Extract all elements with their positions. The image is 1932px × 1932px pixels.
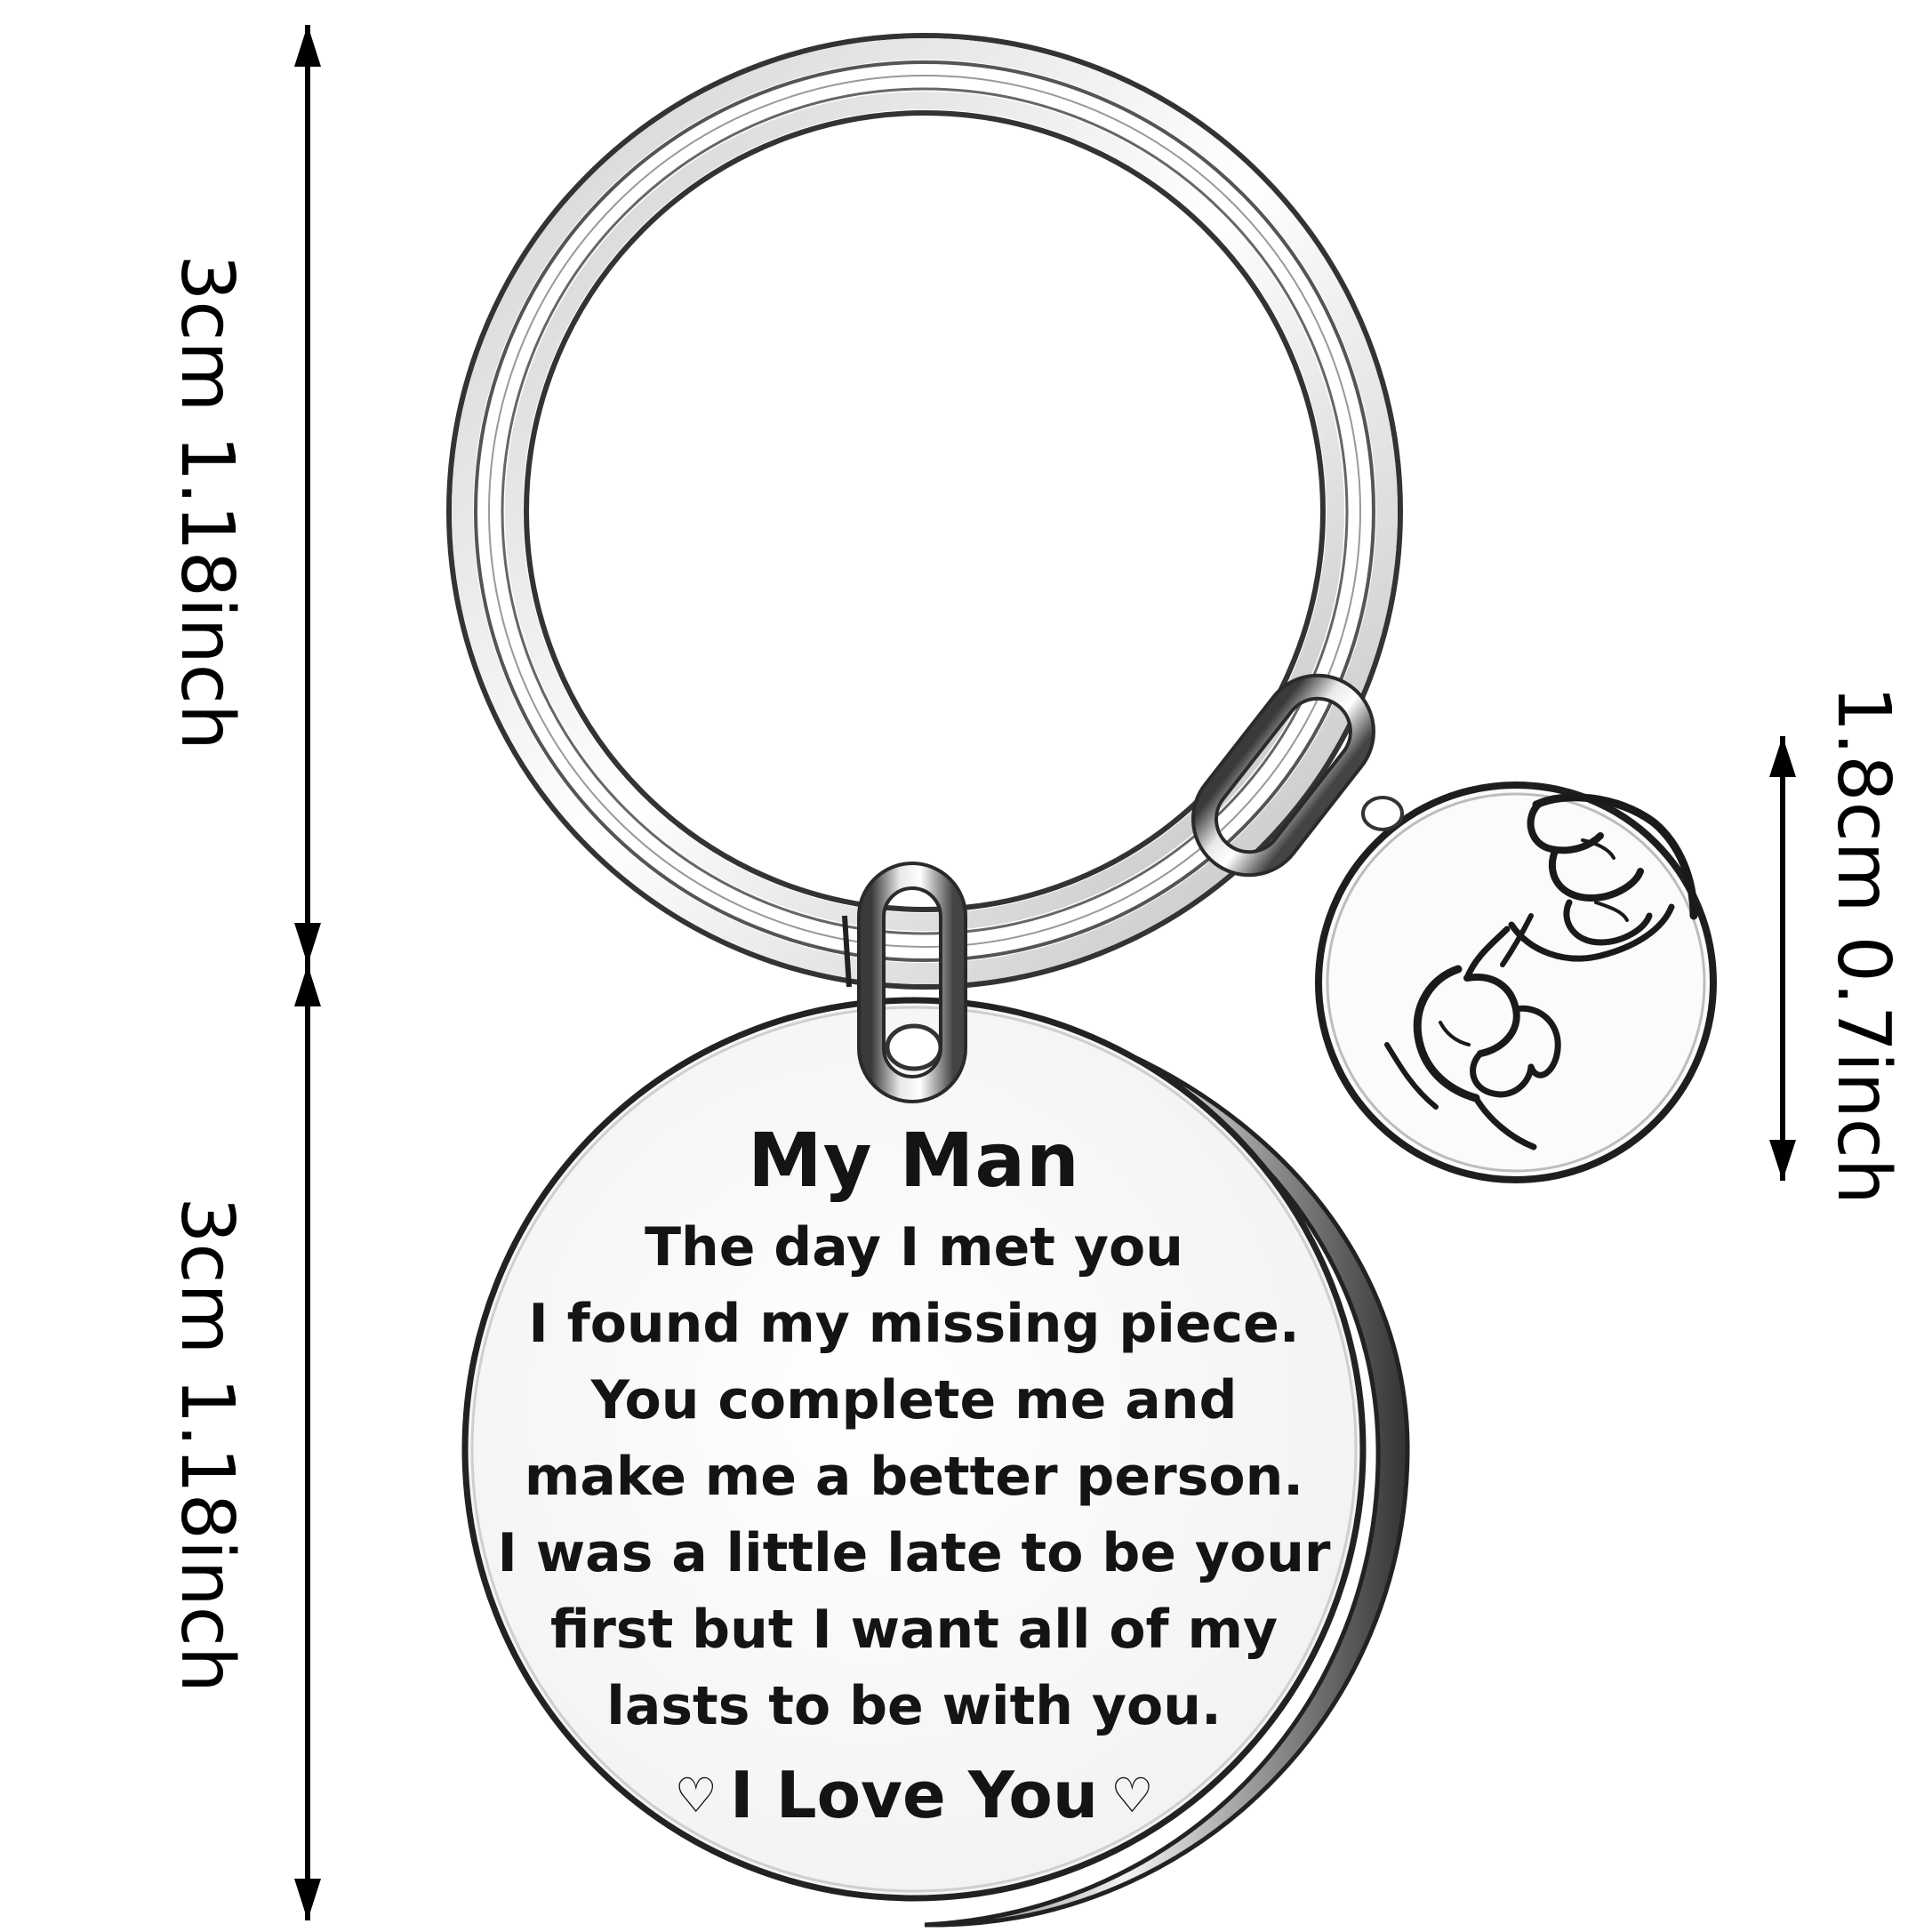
dimension-arrow-charm <box>1769 736 1796 1181</box>
tag-engraving: My Man The day I met you I found my miss… <box>461 1111 1367 1845</box>
tag-line: You complete me and <box>590 1369 1238 1431</box>
tag-line: make me a better person. <box>524 1446 1304 1508</box>
tag-line: I was a little late to be your <box>497 1522 1331 1584</box>
tag-line: first but I want all of my <box>549 1599 1279 1661</box>
tag-disc <box>461 997 1367 1902</box>
dimension-arrow-top <box>294 25 321 965</box>
tag-edge <box>893 998 1410 1928</box>
tag-jump-ring <box>842 862 967 1103</box>
tag-height-label: 3cm 1.18inch <box>164 1197 249 1693</box>
dimension-arrow-bottom <box>294 965 321 1920</box>
tag-closing-row: ♡I Love You♡ <box>461 1746 1367 1845</box>
heart-outline-icon: ♡ <box>674 1768 717 1824</box>
charm-jump-ring <box>1190 673 1375 878</box>
pinky-promise-charm <box>1315 782 1717 1183</box>
heart-outline-icon: ♡ <box>1110 1768 1154 1824</box>
tag-closing: I Love You <box>729 1758 1099 1832</box>
tag-title: My Man <box>748 1117 1080 1204</box>
split-ring <box>446 33 1403 990</box>
tag-line: lasts to be with you. <box>606 1675 1222 1737</box>
tag-line: The day I met you <box>645 1216 1183 1279</box>
pinky-promise-hands-icon <box>1384 793 1698 1150</box>
ring-height-label: 3cm 1.18inch <box>164 254 249 750</box>
tag-line: I found my missing piece. <box>528 1293 1300 1355</box>
charm-height-label: 1.8cm 0.7inch <box>1821 685 1905 1205</box>
